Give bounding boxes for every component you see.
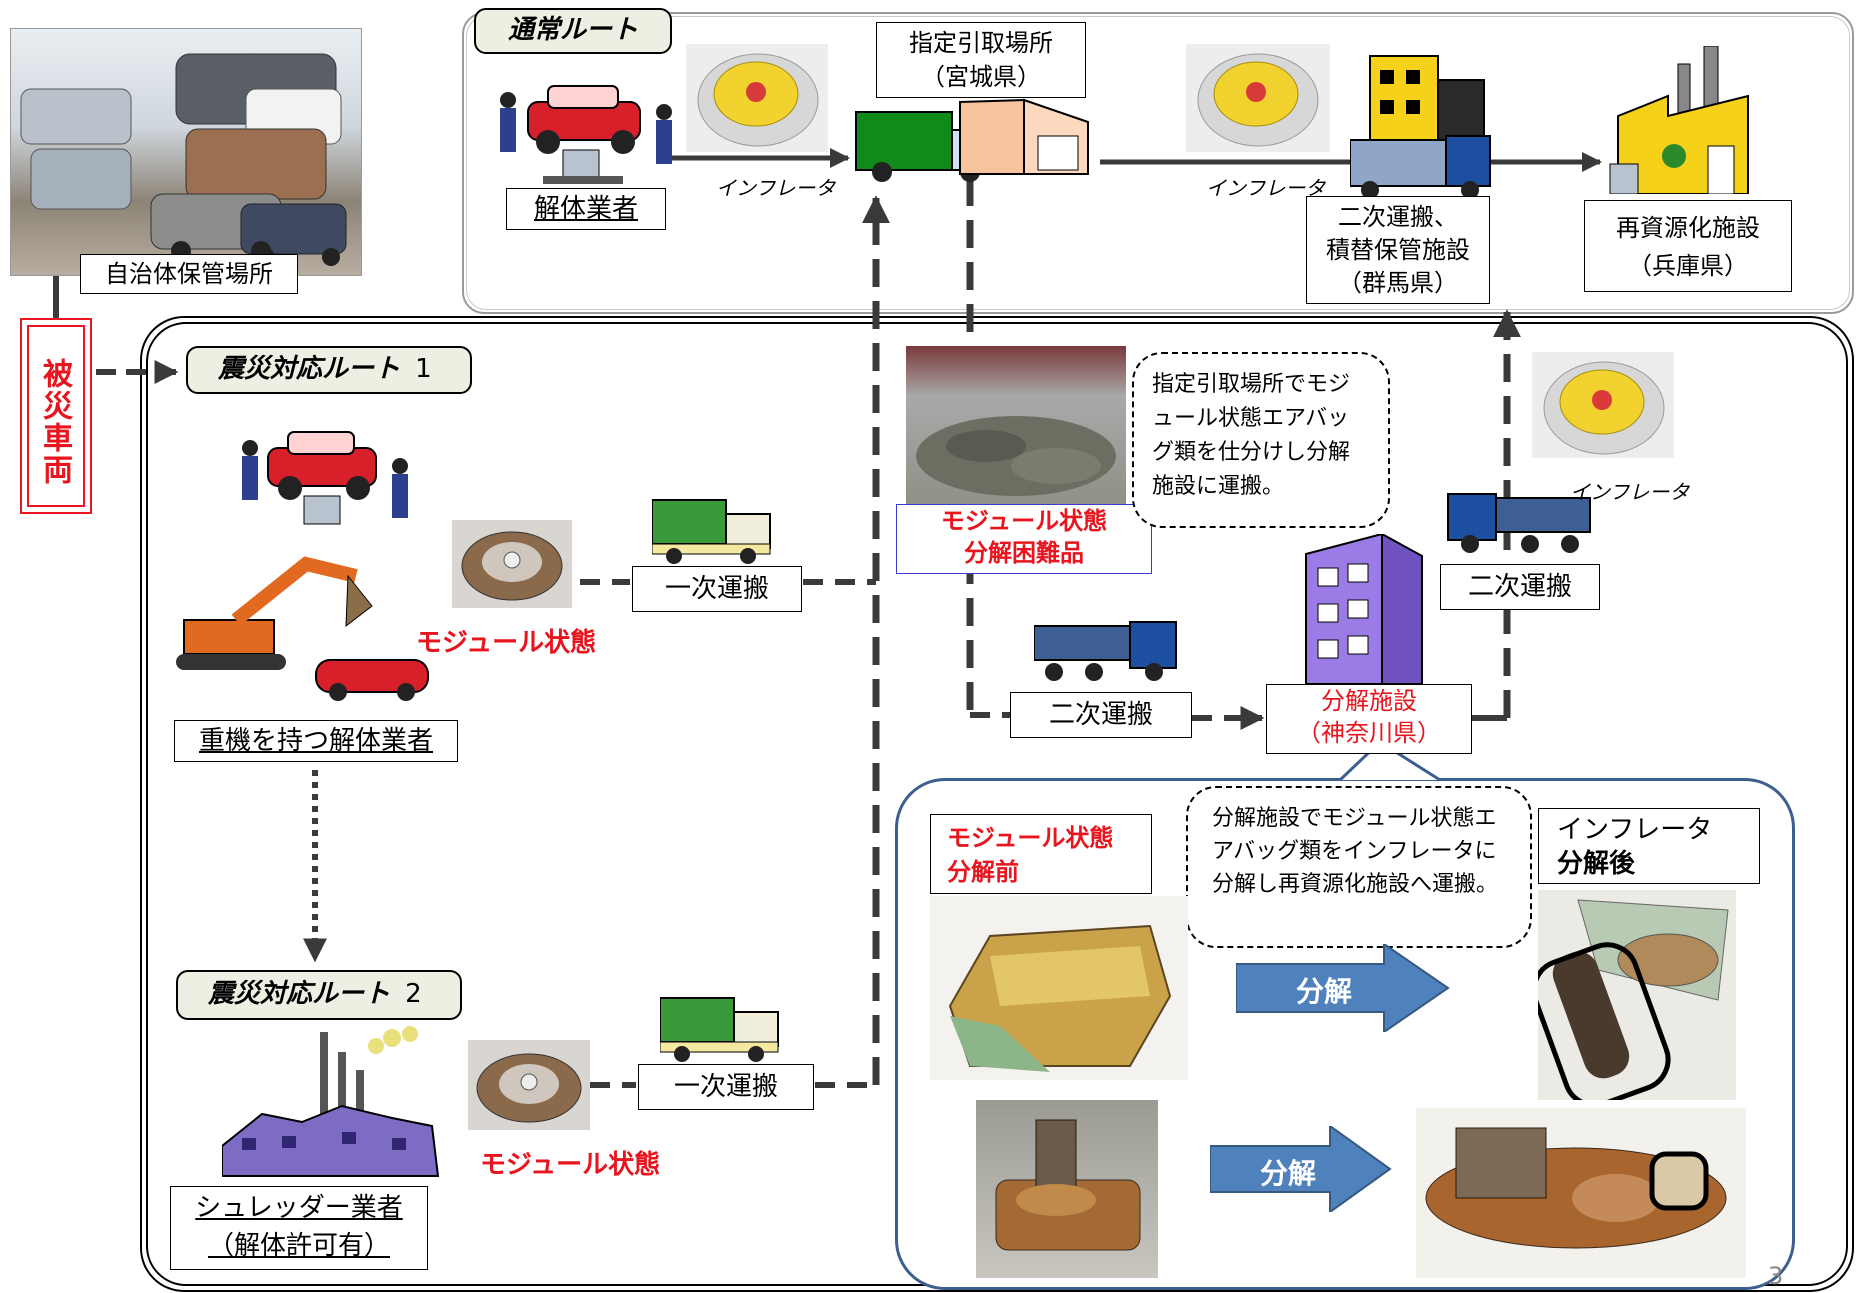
disassemble-arrow-2: 分解: [1209, 1124, 1392, 1214]
disaster-vehicles-text: 被災車両: [37, 358, 72, 486]
shredder-label: シュレッダー業者 （解体許可有）: [170, 1186, 428, 1270]
module-airbag-photo-2: [468, 1040, 590, 1130]
difficult-items-label: モジュール状態 分解困難品: [896, 504, 1152, 574]
airbag-pile-icon: [916, 416, 1116, 496]
airbag-module-icon: [948, 924, 1172, 1072]
secondary-storage-line2: 積替保管施設: [1326, 236, 1470, 264]
heavy-machinery-dismantler-label: 重機を持つ解体業者: [174, 720, 458, 762]
inflator-detached-icon: [1538, 899, 1729, 1100]
airbag-icon: [1197, 53, 1319, 147]
inflator-label-1: インフレータ: [716, 176, 836, 200]
shredder-line1: シュレッダー業者: [195, 1193, 403, 1223]
page-number: 3: [1768, 1262, 1784, 1290]
airbag-icon: [1543, 361, 1665, 455]
inflator-label-3: インフレータ: [1570, 480, 1690, 504]
before-photo-2: [976, 1100, 1158, 1278]
before-line2: 分解前: [947, 858, 1019, 886]
route1-number: 1: [415, 354, 432, 384]
route1-title: 震災対応ルート 1: [186, 346, 472, 394]
difficult-items-line2: 分解困難品: [964, 539, 1084, 567]
recycling-factory-icon: [1608, 45, 1758, 195]
opened-module-icon: [1425, 1127, 1727, 1249]
office-building-icon: [1302, 532, 1426, 685]
disaster-route-frame: [140, 316, 1854, 1292]
rusty-airbag-icon: [476, 1053, 582, 1123]
truck-icon-1: [651, 494, 772, 566]
recycling-facility-line1: 再資源化施設: [1616, 214, 1760, 242]
heavy-machinery-dismantler-text: 重機を持つ解体業者: [198, 726, 433, 756]
normal-route-frame-inner: [466, 16, 1850, 310]
disassembly-note-text: 分解施設でモジュール状態エアバッグ類をインフレータに分解し再資源化施設へ運搬。: [1212, 806, 1499, 897]
airbag-photo-1: [686, 44, 828, 152]
scrap-cars-icon: [20, 53, 347, 266]
excavator-icon: [176, 556, 436, 704]
collection-note: 指定引取場所でモジュール状態エアバッグ類を仕分けし分解施設に運搬。: [1132, 352, 1390, 528]
module-airbag-photo-1: [452, 520, 572, 608]
after-photo-1: [1538, 890, 1736, 1100]
before-photo-1: [930, 896, 1188, 1080]
recycling-facility-label: 再資源化施設 （兵庫県）: [1584, 200, 1792, 292]
disassembly-facility-line2: （神奈川県）: [1297, 719, 1441, 747]
disaster-vehicles-label: 被災車両: [20, 318, 92, 514]
recycling-facility-line2: （兵庫県）: [1628, 252, 1748, 280]
sorted-airbags-photo: [906, 346, 1126, 514]
disassemble-arrow-1: 分解: [1235, 942, 1450, 1034]
route2-number: 2: [405, 979, 422, 1009]
scrap-cars-photo: [10, 28, 362, 276]
collection-note-text: 指定引取場所でモジュール状態エアバッグ類を仕分けし分解施設に運搬。: [1152, 372, 1351, 499]
module-state-label-2: モジュール状態: [480, 1150, 661, 1180]
route2-title: 震災対応ルート 2: [176, 970, 462, 1020]
after-label: インフレータ 分解後: [1538, 808, 1760, 884]
storage-building-truck-icon: [1349, 40, 1492, 206]
difficult-items-line1: モジュール状態: [940, 507, 1108, 535]
airbag-photo-3: [1532, 352, 1674, 458]
disassembly-note: 分解施設でモジュール状態エアバッグ類をインフレータに分解し再資源化施設へ運搬。: [1186, 786, 1532, 948]
secondary-storage-line3: （群馬県）: [1338, 269, 1458, 297]
route2-title-text: 震災対応ルート: [208, 979, 391, 1009]
after-line2: 分解後: [1557, 849, 1636, 879]
collection-site-label: 指定引取場所 （宮城県）: [876, 22, 1086, 98]
airbag-icon: [697, 53, 819, 147]
primary-transport-label-2: 一次運搬: [638, 1064, 814, 1110]
secondary-transport-label-1: 二次運搬: [1010, 692, 1192, 738]
rusty-airbag-icon: [461, 531, 563, 601]
dismantler-label: 解体業者: [506, 188, 666, 230]
car-lift-icon: [488, 72, 688, 188]
car-lift-icon-2: [234, 420, 420, 532]
semi-truck-icon-1: [1033, 616, 1180, 688]
primary-transport-label-1: 一次運搬: [632, 566, 802, 612]
collection-site-line1: 指定引取場所: [909, 29, 1053, 57]
normal-route-frame: [462, 12, 1854, 314]
module-state-label-1: モジュール状態: [416, 628, 597, 658]
shredder-factory-icon: [221, 1026, 440, 1188]
normal-route-title: 通常ルート: [474, 8, 672, 54]
semi-truck-icon-2: [1444, 488, 1592, 560]
dismantler-text: 解体業者: [533, 194, 638, 224]
shredder-line2: （解体許可有）: [207, 1231, 390, 1261]
airbag-photo-2: [1186, 44, 1330, 152]
municipal-storage-label: 自治体保管場所: [80, 254, 298, 294]
after-line1: インフレータ: [1557, 815, 1713, 845]
collection-site-line2: （宮城県）: [921, 63, 1041, 91]
secondary-transport-label-2: 二次運搬: [1440, 564, 1600, 610]
secondary-storage-line1: 二次運搬、: [1338, 203, 1458, 231]
disassemble-label-1: 分解: [1296, 975, 1353, 1008]
truck-warehouse-icon: [852, 92, 1096, 184]
disassembly-facility-line1: 分解施設: [1321, 687, 1417, 715]
secondary-storage-label: 二次運搬、 積替保管施設 （群馬県）: [1306, 196, 1490, 304]
truck-icon-2: [659, 992, 780, 1064]
before-line1: モジュール状態: [947, 824, 1114, 852]
route1-title-text: 震災対応ルート: [218, 354, 401, 384]
after-photo-2: [1416, 1108, 1746, 1278]
inflator-label-2: インフレータ: [1206, 176, 1326, 200]
disassemble-label-2: 分解: [1260, 1157, 1317, 1190]
before-label: モジュール状態 分解前: [930, 814, 1152, 894]
disassembly-facility-label: 分解施設 （神奈川県）: [1266, 684, 1472, 754]
rusty-inflator-icon: [995, 1119, 1141, 1251]
